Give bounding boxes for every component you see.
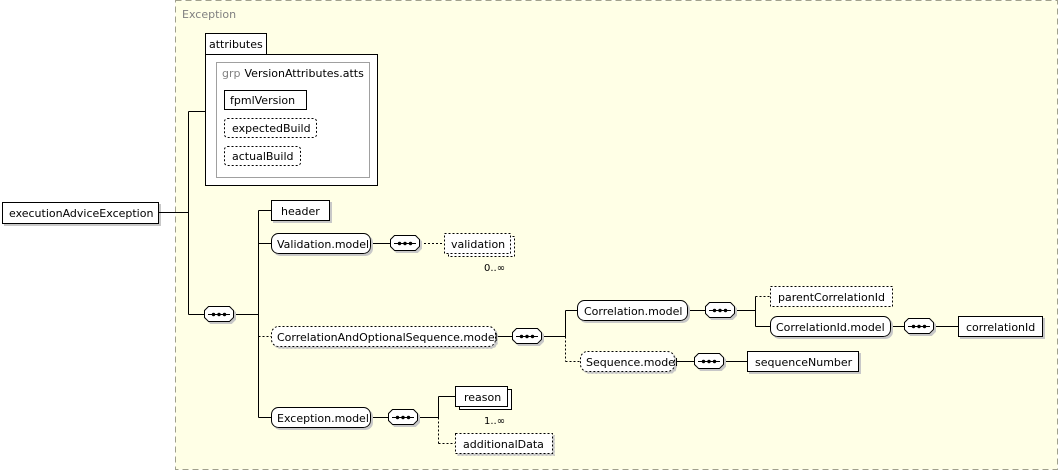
validation-element-label: validation [451, 238, 505, 251]
header-element-label: header [281, 205, 320, 218]
root-element-box [2, 202, 159, 224]
sequence-compositor-main [204, 306, 234, 322]
sequence-number-box [747, 351, 859, 372]
sequence-compositor-correlation-id [904, 318, 934, 334]
attribute-fpmlversion: fpmlVersion [230, 94, 295, 107]
sequence-number-label: sequenceNumber [755, 356, 853, 369]
validation-occurs: 0..∞ [484, 263, 505, 274]
sequence-compositor-exception [388, 409, 418, 425]
root-element-label: executionAdviceException [9, 207, 153, 220]
sequence-compositor-correlation [705, 302, 735, 318]
attribute-group-prefix: grp [222, 67, 241, 80]
sequence-compositor-sequence [694, 353, 724, 369]
sequence-model-label: Sequence.model [586, 356, 678, 369]
additional-data-box [455, 433, 553, 454]
validation-element-box [444, 233, 511, 254]
correlation-and-optional-sequence-model-box [271, 326, 496, 347]
correlation-id-model-box [770, 316, 891, 337]
correlation-model-label: Correlation.model [584, 305, 682, 318]
header-element-box [271, 200, 330, 221]
sequence-compositor-correlation-optional [512, 328, 542, 344]
exception-model-label: Exception.model [277, 412, 369, 425]
reason-element-label: reason [464, 391, 501, 404]
correlation-id-box [958, 316, 1043, 337]
attribute-fpmlversion-box [224, 90, 307, 110]
sequence-model-box [580, 351, 675, 372]
correlation-model-box [577, 300, 688, 321]
sequence-compositor-validation [390, 235, 420, 251]
attribute-actualbuild-box [224, 146, 301, 166]
validation-model-box [271, 233, 371, 254]
reason-occurs: 1..∞ [484, 416, 505, 427]
exception-model-box [271, 407, 371, 428]
attributes-tab [205, 33, 267, 56]
parent-correlation-id-label: parentCorrelationId [778, 291, 885, 304]
attributes-tab-label: attributes [209, 38, 263, 51]
attribute-expectedbuild-box [224, 118, 317, 138]
validation-model-label: Validation.model [277, 238, 369, 251]
correlation-id-label: correlationId [966, 321, 1035, 334]
reason-element-box [455, 386, 508, 407]
attribute-group-name: VersionAttributes.atts [245, 67, 365, 80]
parent-correlation-id-box [770, 286, 893, 307]
attribute-group-title: grp VersionAttributes.atts [222, 67, 364, 80]
additional-data-label: additionalData [463, 438, 544, 451]
attribute-actualbuild: actualBuild [232, 150, 293, 163]
exception-type-label: Exception [182, 8, 236, 21]
correlation-and-optional-sequence-model-label: CorrelationAndOptionalSequence.model [277, 331, 498, 344]
connector-lines [159, 111, 958, 444]
attribute-expectedbuild: expectedBuild [232, 122, 311, 135]
correlation-id-model-label: CorrelationId.model [776, 321, 885, 334]
